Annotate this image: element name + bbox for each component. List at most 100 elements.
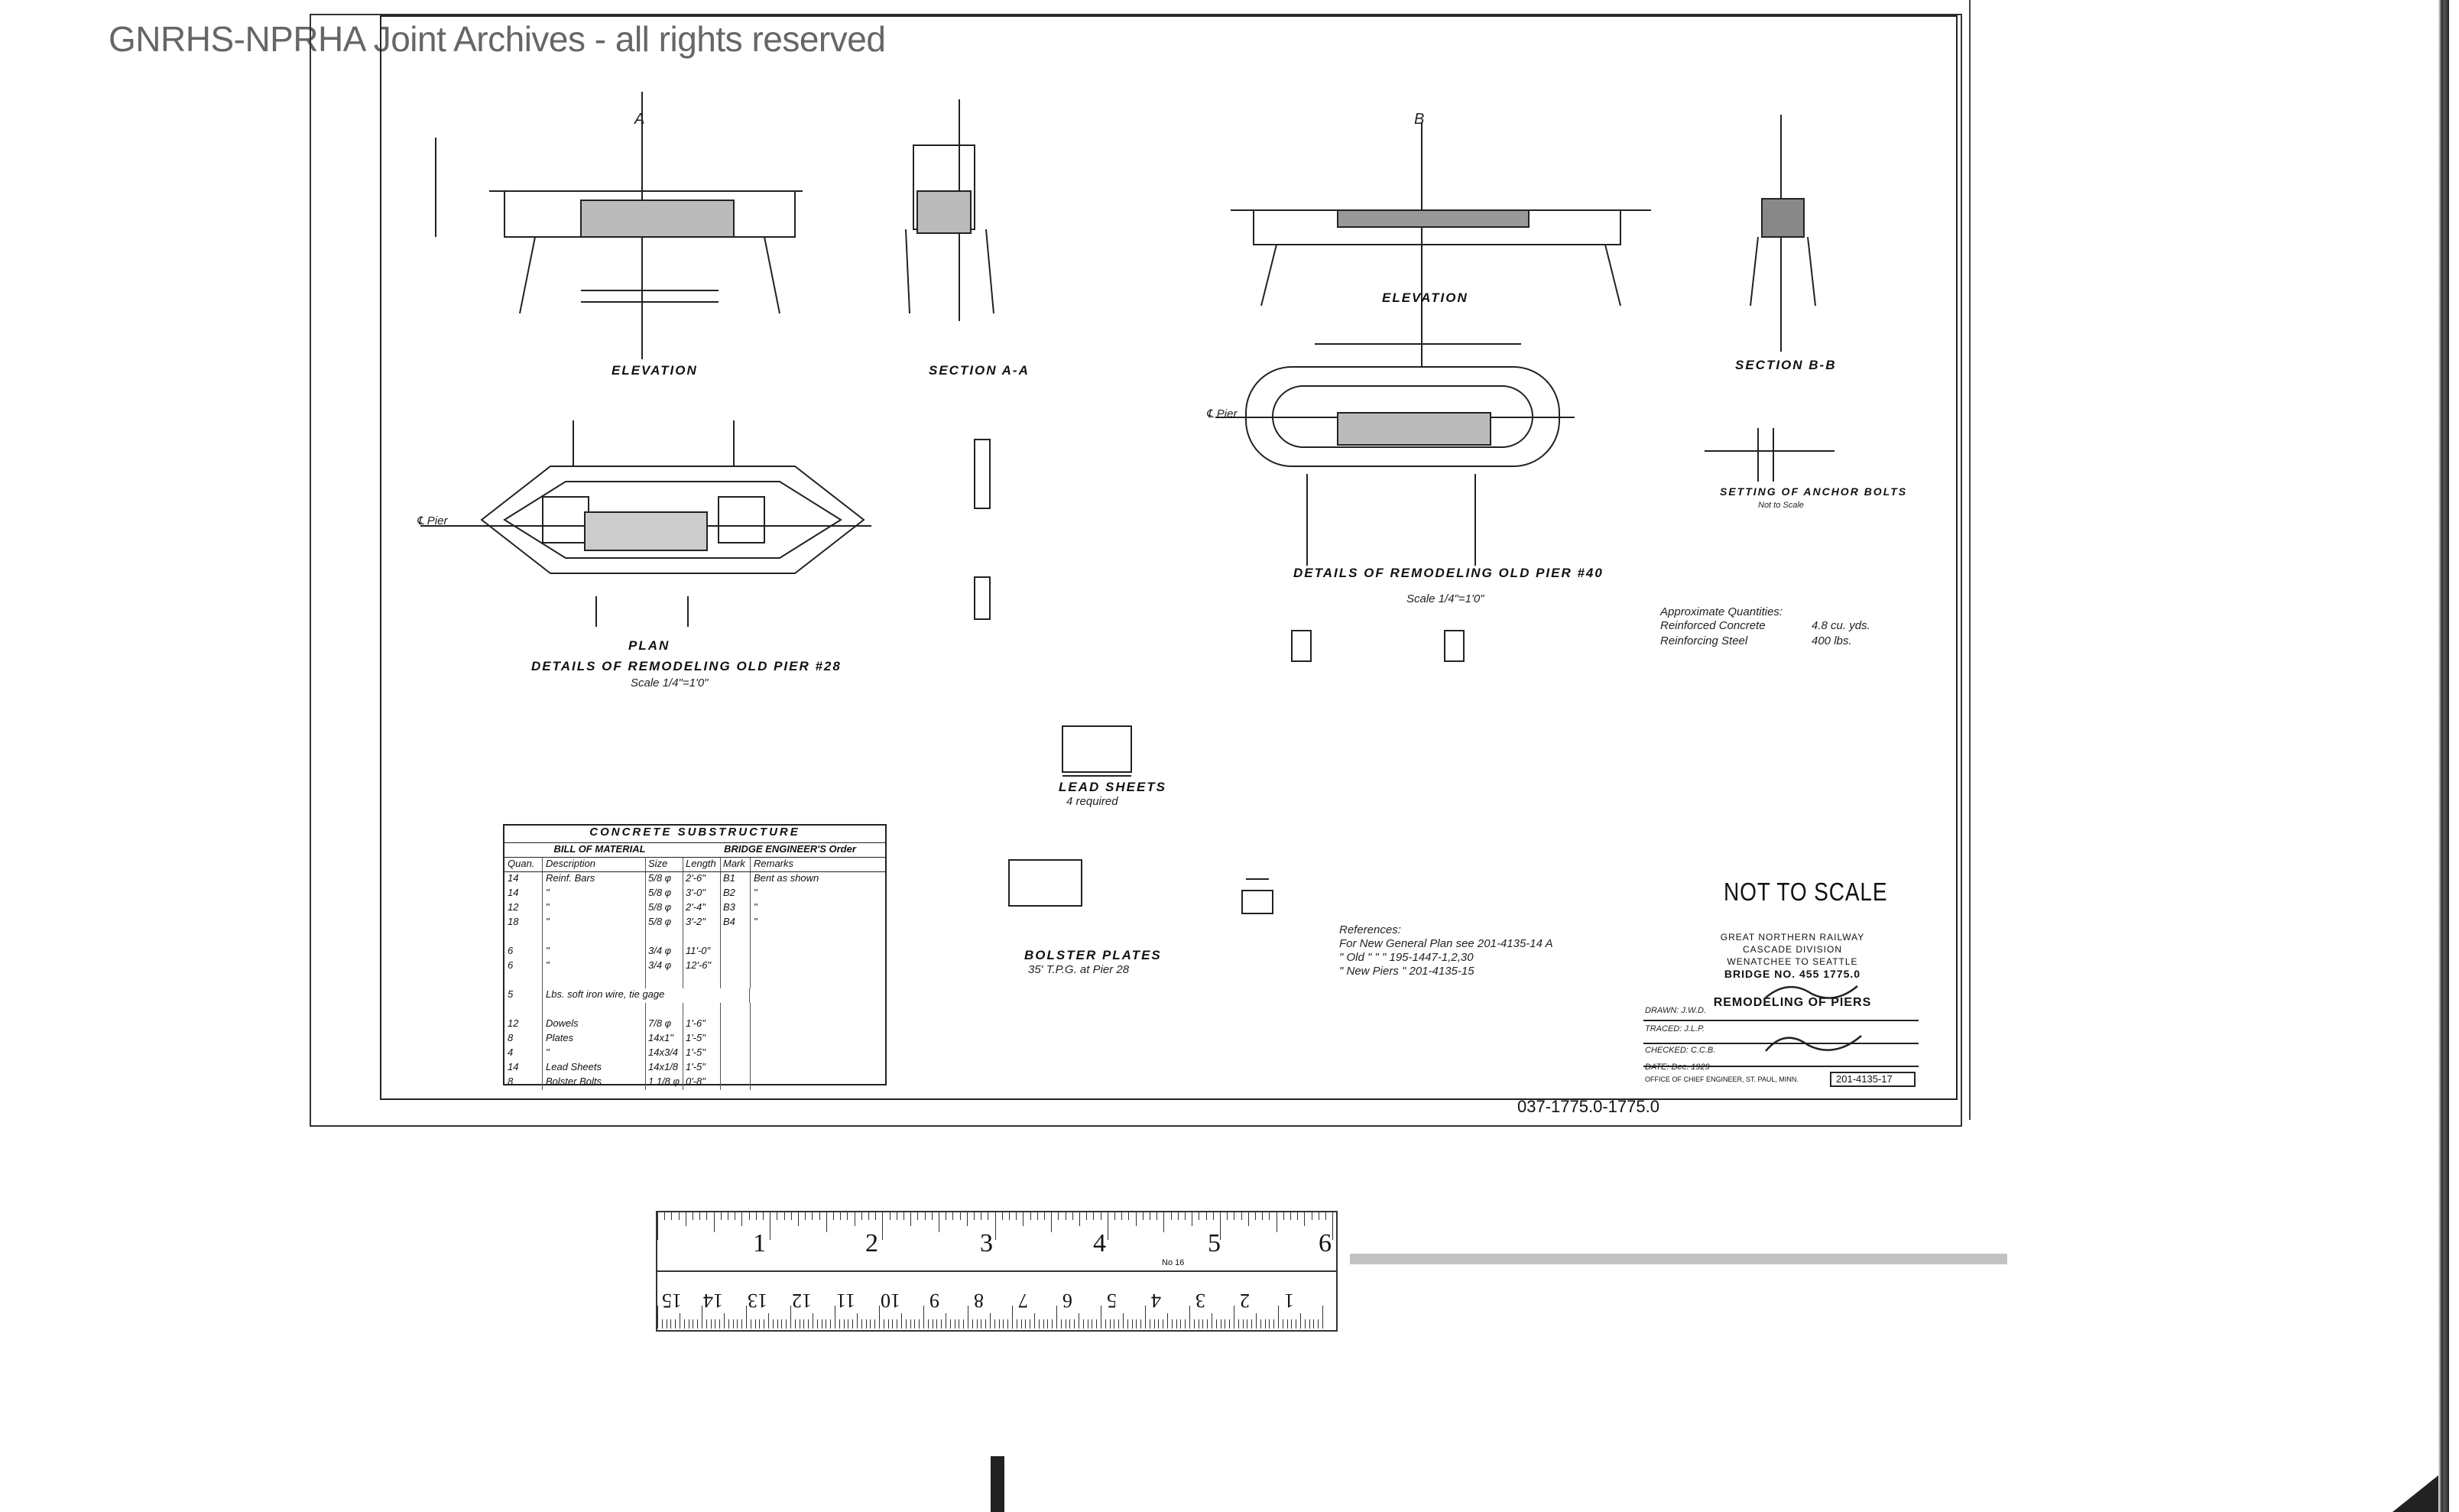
ruler-cm-13: 13: [748, 1290, 767, 1312]
ruler-tick: [1114, 1212, 1115, 1220]
ruler-tick: [833, 1212, 834, 1220]
ruler-tick: [914, 1319, 916, 1329]
ruler-tick: [868, 1212, 869, 1220]
ruler-tick: [875, 1212, 877, 1220]
ruler-cm-14: 14: [703, 1290, 723, 1312]
ruler-tick: [879, 1306, 880, 1329]
ruler-tick: [1096, 1319, 1098, 1329]
cell: [750, 988, 885, 1003]
ruler-tick: [1001, 1212, 1003, 1220]
ruler-tick: [713, 1212, 715, 1232]
cell: 7/8 φ: [646, 1017, 683, 1032]
ruler-tick: [664, 1212, 666, 1220]
cell: [721, 1003, 751, 1017]
archive-watermark: GNRHS-NPRHA Joint Archives - all rights …: [109, 19, 886, 59]
title-route: WENATCHEE TO SEATTLE: [1727, 956, 1858, 967]
cell: Bent as shown: [754, 872, 819, 884]
cell: 14x3/4: [646, 1046, 683, 1061]
ruler-tick: [790, 1212, 792, 1220]
ruler-tick: [794, 1319, 796, 1329]
cell: ": [543, 945, 646, 959]
title-checked: CHECKED: C.C.B.: [1645, 1046, 1716, 1055]
ruler-tick: [1297, 1212, 1299, 1220]
ruler-cm-2: 2: [1240, 1290, 1250, 1312]
references-title: References:: [1339, 923, 1401, 936]
cell: [543, 974, 646, 988]
ruler-tick: [1163, 1212, 1165, 1232]
ruler-tick: [924, 1212, 926, 1220]
ruler-tick: [1009, 1212, 1010, 1220]
ruler-tick: [1300, 1313, 1301, 1329]
ruler-tick: [1158, 1319, 1160, 1329]
drawing-border: [380, 15, 1958, 1100]
ruler-tick: [763, 1212, 764, 1220]
ruler-tick: [1170, 1212, 1172, 1220]
ruler-tick: [1020, 1319, 1022, 1329]
title-bridge-number: BRIDGE NO. 455 1775.0: [1724, 968, 1861, 980]
ruler-tick: [819, 1212, 820, 1220]
ruler-tick: [830, 1319, 832, 1329]
ruler-tick: [1016, 1212, 1017, 1220]
ruler-tick: [1025, 1319, 1027, 1329]
bom-header-quan: Quan.: [504, 858, 543, 871]
sheet-outer-frame: [310, 14, 1962, 1127]
cell: [543, 1003, 646, 1017]
ruler-tick: [874, 1319, 876, 1329]
ruler-tick: [1038, 1319, 1040, 1329]
ruler-tick: [1269, 1212, 1270, 1220]
ruler-tick: [959, 1212, 961, 1220]
title-traced: TRACED: J.L.P.: [1645, 1024, 1705, 1033]
not-to-scale-stamp: NOT TO SCALE: [1724, 878, 1888, 906]
ruler-cm-12: 12: [792, 1290, 812, 1312]
ruler-tick: [887, 1319, 889, 1329]
cell: Bolster Bolts: [543, 1076, 646, 1090]
ruler-tick: [1093, 1212, 1095, 1220]
ruler-tick: [870, 1319, 871, 1329]
ruler-tick: [719, 1319, 721, 1329]
ruler-tick: [1227, 1212, 1228, 1220]
cell: 14x1/8: [646, 1061, 683, 1076]
ruler-cm-15: 15: [662, 1290, 682, 1312]
cell: [721, 959, 751, 974]
ruler-tick: [941, 1319, 942, 1329]
ruler-tick: [1202, 1319, 1204, 1329]
cell: [721, 1076, 751, 1090]
ruler-tick: [1176, 1319, 1177, 1329]
bom-subheader: BILL OF MATERIAL BRIDGE ENGINEER'S Order: [504, 843, 885, 858]
cell: 5/8 φ: [646, 872, 683, 887]
cell: [721, 974, 751, 988]
ruler-tick: [852, 1319, 854, 1329]
ruler-tick: [798, 1212, 799, 1226]
ruler-tick: [1128, 1212, 1130, 1220]
quantities-concrete-value: 4.8 cu. yds.: [1812, 619, 1870, 632]
cell: Lead Sheets: [543, 1061, 646, 1076]
pier40-centerline: ℄ Pier: [1206, 407, 1238, 420]
ruler-tick: [1260, 1319, 1261, 1329]
cell: 14: [504, 872, 543, 887]
ruler-tick: [1332, 1212, 1334, 1240]
ruler-tick: [1123, 1313, 1124, 1329]
ruler-tick: [976, 1319, 978, 1329]
ruler-tick: [1044, 1212, 1045, 1220]
ruler-tick: [1212, 1212, 1214, 1220]
ruler-tick: [1072, 1212, 1073, 1220]
ruler-tick: [910, 1212, 912, 1226]
ruler-tick: [901, 1313, 902, 1329]
cell: 0'-8": [683, 1076, 721, 1090]
ruler-inch-3: 3: [980, 1229, 993, 1257]
ruler-tick: [808, 1319, 809, 1329]
ruler-tick: [1256, 1313, 1257, 1329]
cell: ": [543, 1046, 646, 1061]
cell: [504, 974, 543, 988]
cell: 12'-6": [683, 959, 721, 974]
ruler-tick: [803, 1319, 805, 1329]
ruler-tick: [1247, 1212, 1249, 1226]
cell: [751, 1003, 885, 1017]
cell: [751, 1032, 885, 1046]
ruler-divider: [657, 1270, 1336, 1272]
ruler-cm-4: 4: [1151, 1290, 1161, 1312]
ruler-tick: [843, 1319, 845, 1329]
ruler-tick: [699, 1212, 701, 1220]
